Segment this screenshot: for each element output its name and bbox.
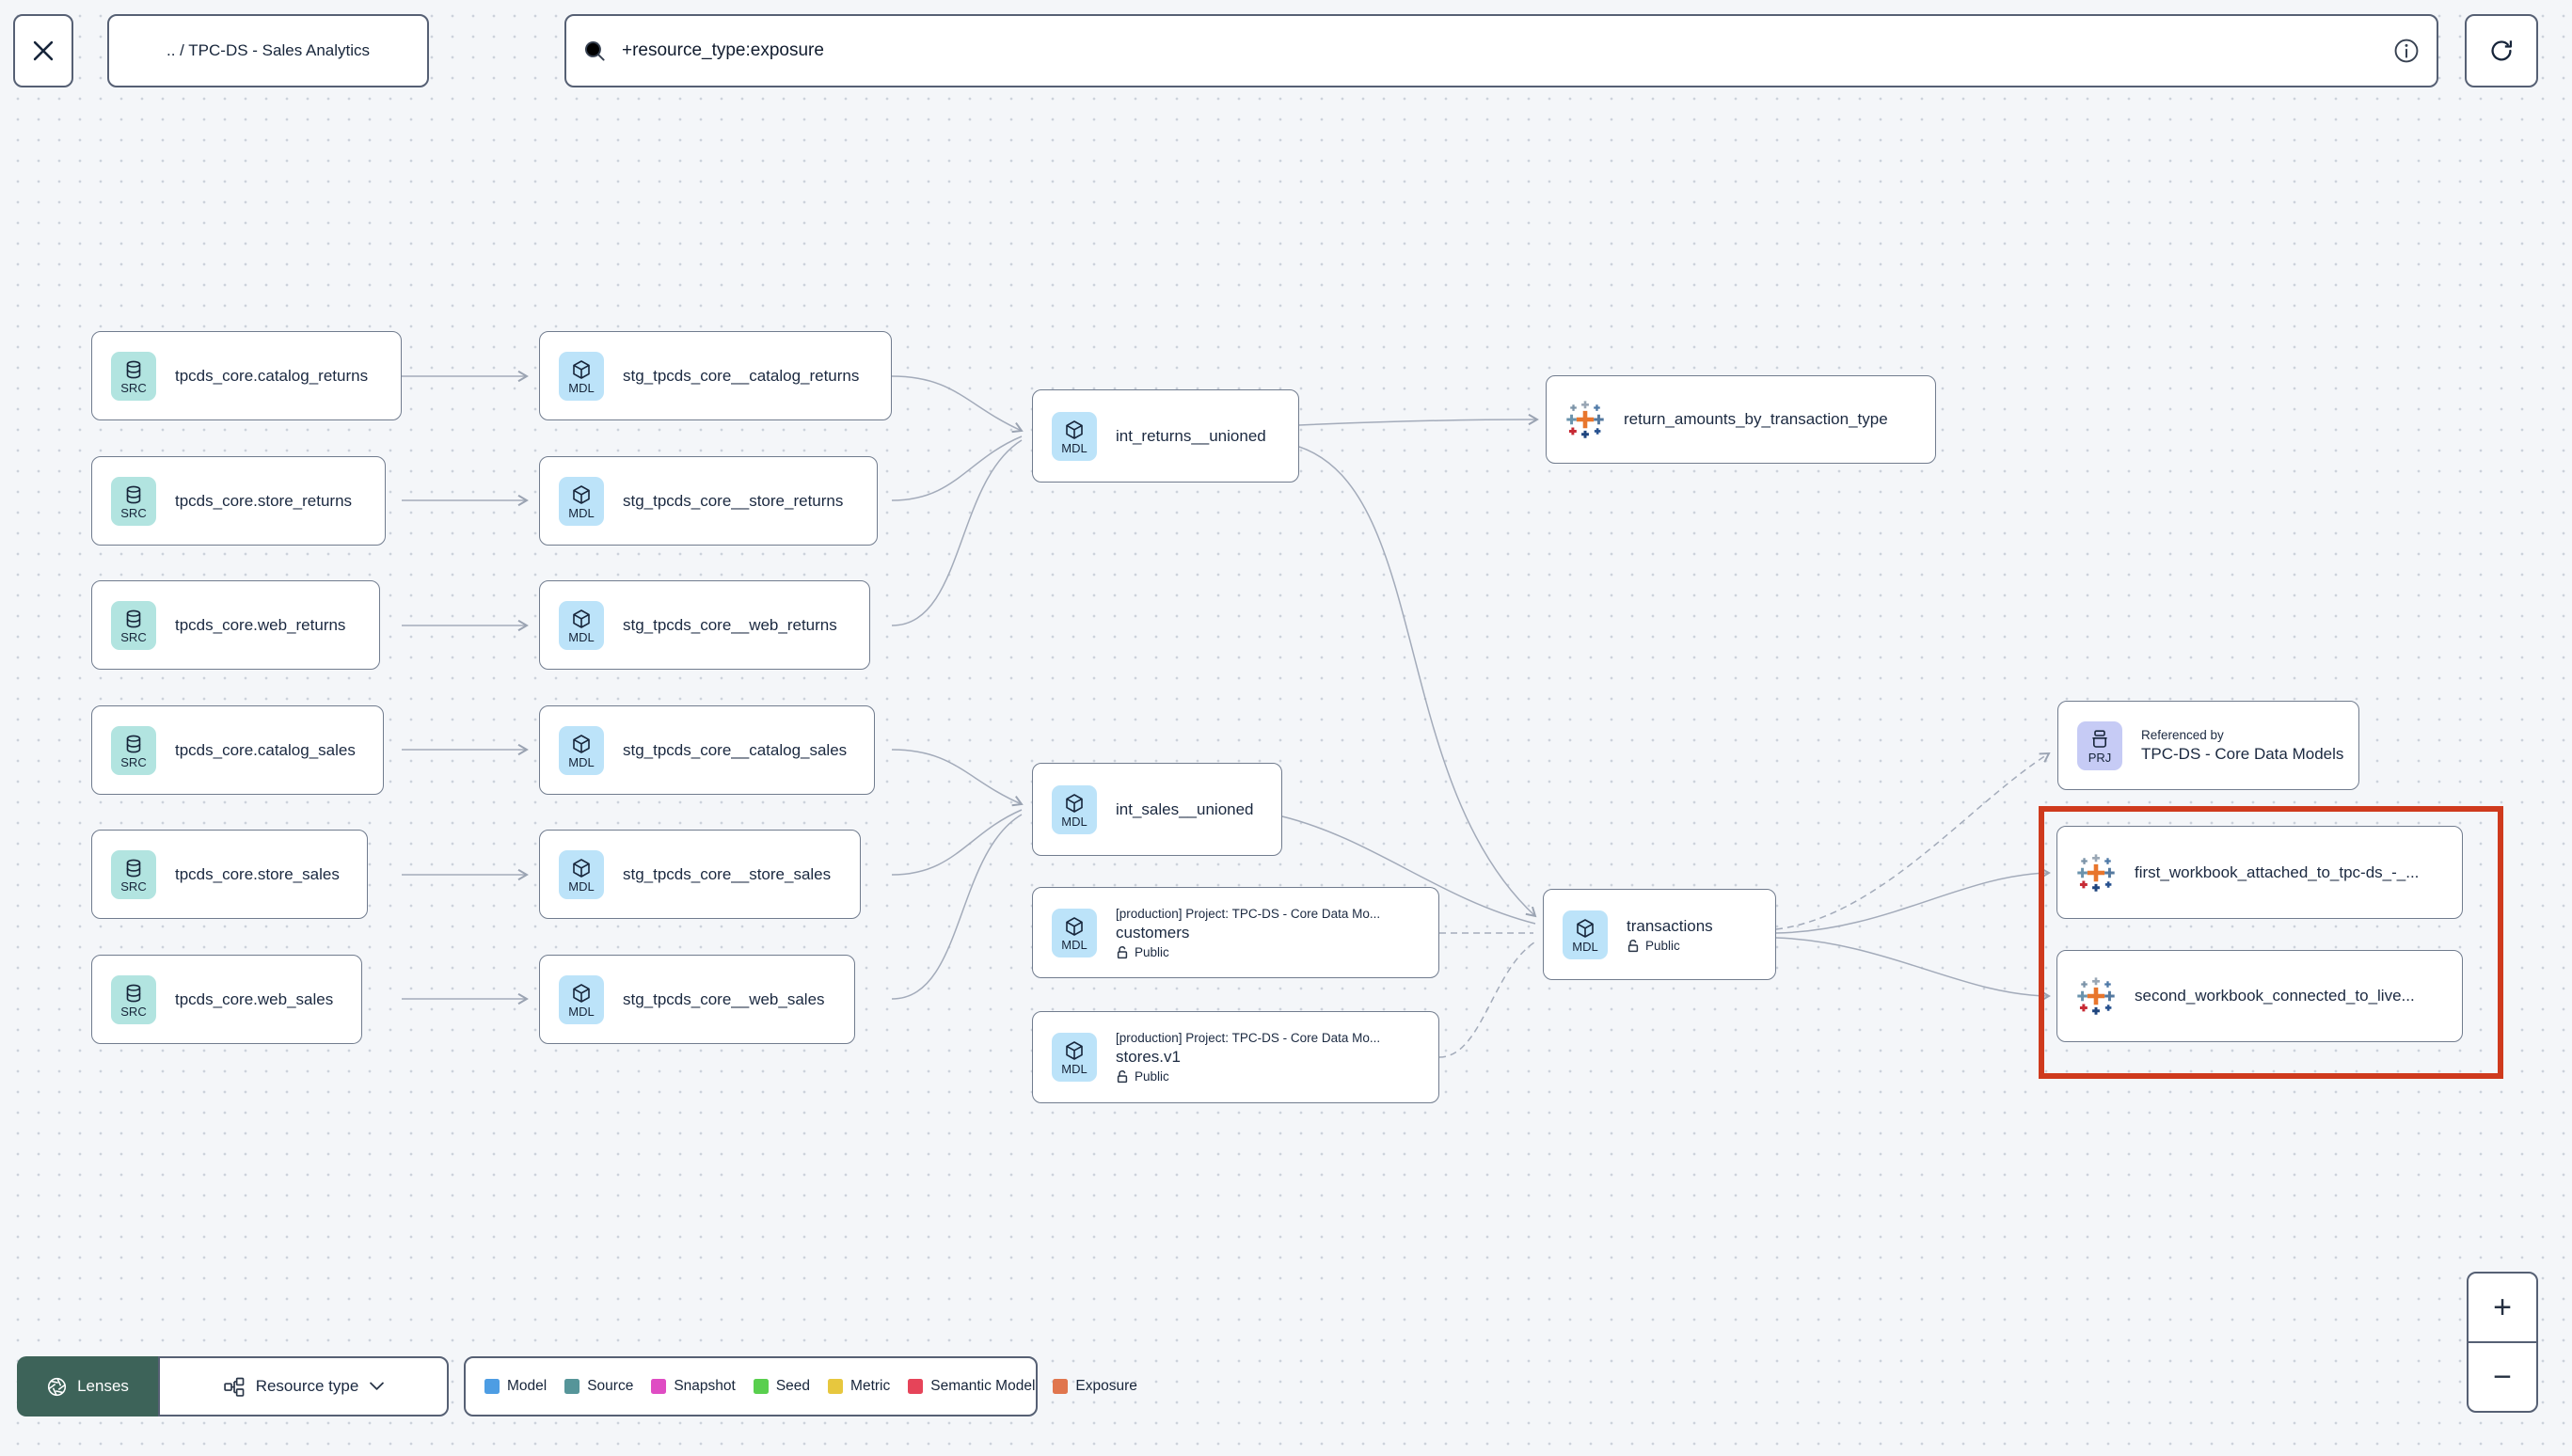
node-source-catalog-returns[interactable]: SRC tpcds_core.catalog_returns: [91, 331, 402, 420]
source-icon: SRC: [111, 476, 156, 526]
legend-item-seed: Seed: [753, 1378, 810, 1395]
seed-swatch: [753, 1379, 769, 1394]
legend-item-metric: Metric: [828, 1378, 890, 1395]
model-icon: MDL: [559, 725, 604, 775]
node-stg-store-returns[interactable]: MDL stg_tpcds_core__store_returns: [539, 456, 878, 546]
exposure-swatch: [1053, 1379, 1069, 1394]
project-label: [production] Project: TPC-DS - Core Data…: [1116, 1031, 1381, 1045]
node-source-web-sales[interactable]: SRC tpcds_core.web_sales: [91, 955, 362, 1044]
source-icon: SRC: [111, 725, 156, 775]
zoom-out-button[interactable]: −: [2493, 1358, 2512, 1395]
model-icon: MDL: [559, 600, 604, 650]
access-label: Public: [1135, 1069, 1169, 1084]
node-transactions[interactable]: MDL transactions Public: [1543, 889, 1776, 980]
access-label: Public: [1135, 944, 1169, 959]
metric-swatch: [828, 1379, 844, 1394]
legend-item-semantic-model: Semantic Model: [908, 1378, 1035, 1395]
node-source-store-sales[interactable]: SRC tpcds_core.store_sales: [91, 830, 368, 919]
breadcrumb[interactable]: .. / TPC-DS - Sales Analytics: [107, 14, 429, 87]
model-icon: MDL: [559, 849, 604, 899]
project-label: [production] Project: TPC-DS - Core Data…: [1116, 906, 1381, 921]
source-icon: SRC: [111, 974, 156, 1024]
node-customers[interactable]: MDL [production] Project: TPC-DS - Core …: [1032, 887, 1439, 978]
node-stores-v1[interactable]: MDL [production] Project: TPC-DS - Core …: [1032, 1011, 1439, 1103]
lenses-label: Lenses: [77, 1377, 129, 1395]
search-icon: [584, 40, 605, 61]
search-input[interactable]: [620, 40, 2380, 62]
model-icon: MDL: [1052, 1033, 1097, 1082]
node-stg-store-sales[interactable]: MDL stg_tpcds_core__store_sales: [539, 830, 861, 919]
node-source-web-returns[interactable]: SRC tpcds_core.web_returns: [91, 580, 380, 670]
resource-type-legend: Model Source Snapshot Seed Metric Semant…: [464, 1356, 1137, 1416]
model-name: stores.v1: [1116, 1048, 1181, 1066]
search-bar: [564, 14, 2438, 87]
node-exposure-second-workbook[interactable]: second_workbook_connected_to_live...: [2056, 950, 2463, 1042]
info-icon[interactable]: [2393, 38, 2420, 64]
chevron-down-icon: [370, 1382, 385, 1390]
node-exposure-first-workbook[interactable]: first_workbook_attached_to_tpc-ds_-_...: [2056, 826, 2463, 919]
model-icon: MDL: [1052, 908, 1097, 957]
source-swatch: [564, 1379, 580, 1394]
close-button[interactable]: [13, 14, 73, 87]
model-icon: MDL: [1052, 411, 1097, 461]
tableau-icon: [2076, 853, 2116, 893]
node-stg-web-returns[interactable]: MDL stg_tpcds_core__web_returns: [539, 580, 870, 670]
model-icon: MDL: [559, 351, 604, 401]
lock-open-icon: [1627, 939, 1639, 952]
refresh-icon: [2491, 40, 2513, 61]
node-source-store-returns[interactable]: SRC tpcds_core.store_returns: [91, 456, 386, 546]
lock-open-icon: [1117, 945, 1128, 958]
resource-type-dropdown[interactable]: Resource type: [158, 1356, 449, 1416]
legend-item-snapshot: Snapshot: [651, 1378, 736, 1395]
close-icon: [33, 40, 54, 61]
model-icon: MDL: [1052, 784, 1097, 834]
source-icon: SRC: [111, 600, 156, 650]
model-icon: MDL: [1563, 910, 1608, 959]
node-stg-catalog-sales[interactable]: MDL stg_tpcds_core__catalog_sales: [539, 705, 875, 795]
refresh-button[interactable]: [2465, 14, 2538, 87]
node-int-sales-unioned[interactable]: MDL int_sales__unioned: [1032, 763, 1282, 856]
model-swatch: [484, 1379, 500, 1394]
breadcrumb-label: .. / TPC-DS - Sales Analytics: [166, 41, 371, 59]
node-source-catalog-sales[interactable]: SRC tpcds_core.catalog_sales: [91, 705, 384, 795]
lenses-icon: [48, 1377, 67, 1396]
legend-item-model: Model: [484, 1378, 547, 1395]
zoom-in-button[interactable]: +: [2469, 1274, 2536, 1343]
node-int-returns-unioned[interactable]: MDL int_returns__unioned: [1032, 389, 1299, 483]
model-name: transactions: [1627, 916, 1713, 935]
node-stg-catalog-returns[interactable]: MDL stg_tpcds_core__catalog_returns: [539, 331, 892, 420]
lenses-button[interactable]: Lenses: [17, 1356, 158, 1416]
model-name: customers: [1116, 923, 1190, 942]
snapshot-swatch: [651, 1379, 667, 1394]
resource-type-icon: [223, 1377, 245, 1397]
tableau-icon: [1565, 400, 1605, 439]
semantic-model-swatch: [908, 1379, 924, 1394]
resource-type-label: Resource type: [255, 1377, 359, 1395]
legend-item-source: Source: [564, 1378, 633, 1395]
zoom-controls: + −: [2467, 1272, 2538, 1413]
access-label: Public: [1645, 938, 1680, 953]
node-referenced-by-project[interactable]: PRJ Referenced by TPC-DS - Core Data Mod…: [2057, 701, 2359, 790]
source-icon: SRC: [111, 849, 156, 899]
legend-item-exposure: Exposure: [1053, 1378, 1137, 1395]
model-icon: MDL: [559, 974, 604, 1024]
project-name: TPC-DS - Core Data Models: [2141, 744, 2344, 763]
lock-open-icon: [1117, 1070, 1128, 1084]
tableau-icon: [2076, 976, 2116, 1016]
node-stg-web-sales[interactable]: MDL stg_tpcds_core__web_sales: [539, 955, 855, 1044]
node-exposure-return-amounts[interactable]: return_amounts_by_transaction_type: [1546, 375, 1936, 464]
source-icon: SRC: [111, 351, 156, 401]
project-icon: PRJ: [2077, 720, 2122, 770]
model-icon: MDL: [559, 476, 604, 526]
referenced-by-title: Referenced by: [2141, 727, 2224, 742]
